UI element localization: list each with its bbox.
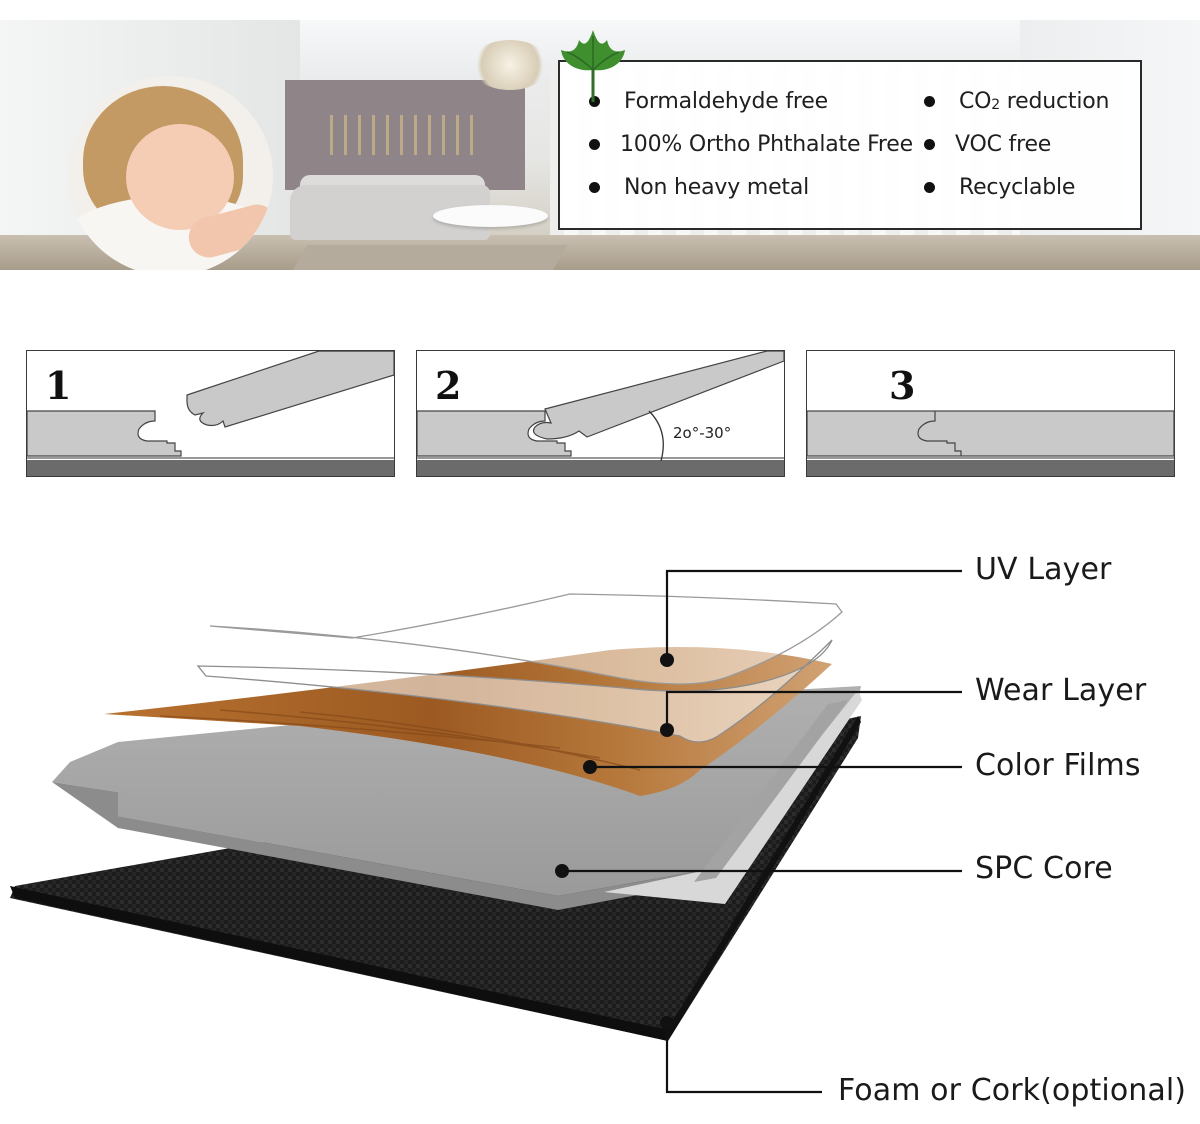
foam-marker-dot (660, 1016, 674, 1030)
wall-art-image (330, 115, 480, 155)
feature-label: Formaldehyde free (624, 89, 828, 114)
co2-prefix: CO (959, 89, 992, 114)
step-number: 3 (889, 363, 916, 408)
color-film-layer (104, 647, 832, 796)
feature-item: Non heavy metal (589, 175, 809, 200)
coffee-table-image (433, 205, 548, 227)
layer-structure-diagram: UV Layer Wear Layer Color Films SPC Core… (0, 500, 1200, 1124)
bullet-icon (924, 182, 935, 193)
uv-layer (209, 593, 843, 685)
wear-layer-label: Wear Layer (975, 673, 1147, 708)
co2-subscript: 2 (991, 97, 1000, 113)
wear-leader-line (665, 690, 962, 730)
co2-suffix: reduction (1000, 89, 1110, 114)
feature-item: Recyclable (924, 175, 1075, 200)
feature-label: Recyclable (959, 175, 1076, 200)
wear-layer (196, 639, 833, 743)
feature-label: Non heavy metal (624, 175, 810, 200)
bullet-icon (924, 139, 935, 150)
bullet-icon (589, 139, 600, 150)
feature-item: 100% Ortho Phthalate Free (589, 132, 913, 157)
color-films-label: Color Films (975, 748, 1141, 783)
step-number: 2 (435, 363, 462, 408)
sleeping-child-photo (68, 76, 273, 270)
feature-item: VOC free (924, 132, 1051, 157)
wear-marker-dot (660, 723, 674, 737)
install-step-3: 3 (806, 350, 1175, 477)
bullet-icon (924, 96, 935, 107)
feature-label: 100% Ortho Phthalate Free (620, 132, 913, 157)
rug-image (292, 245, 568, 270)
foam-leader-line (665, 1023, 822, 1094)
bullet-icon (589, 182, 600, 193)
uv-layer-label: UV Layer (975, 552, 1112, 587)
install-step-1: 1 (26, 350, 395, 477)
hero-banner: Formaldehyde free 100% Ortho Phthalate F… (0, 20, 1200, 270)
feature-label: CO2 reduction (959, 89, 1109, 114)
angle-label: 2o°-30° (673, 424, 732, 442)
uv-marker-dot (660, 653, 674, 667)
green-leaf-icon (561, 30, 625, 102)
step-number: 1 (45, 363, 72, 408)
eco-features-box: Formaldehyde free 100% Ortho Phthalate F… (558, 60, 1142, 230)
uv-leader-line (665, 569, 962, 660)
feature-label: VOC free (955, 132, 1052, 157)
foam-cork-label: Foam or Cork(optional) (838, 1073, 1187, 1108)
child-face (126, 124, 234, 230)
chandelier-image (470, 40, 550, 90)
install-step-2: 2 2o°-30° (416, 350, 785, 477)
spc-core-label: SPC Core (975, 851, 1113, 886)
color-marker-dot (583, 760, 597, 774)
spc-marker-dot (555, 864, 569, 878)
feature-item: CO2 reduction (924, 89, 1109, 114)
